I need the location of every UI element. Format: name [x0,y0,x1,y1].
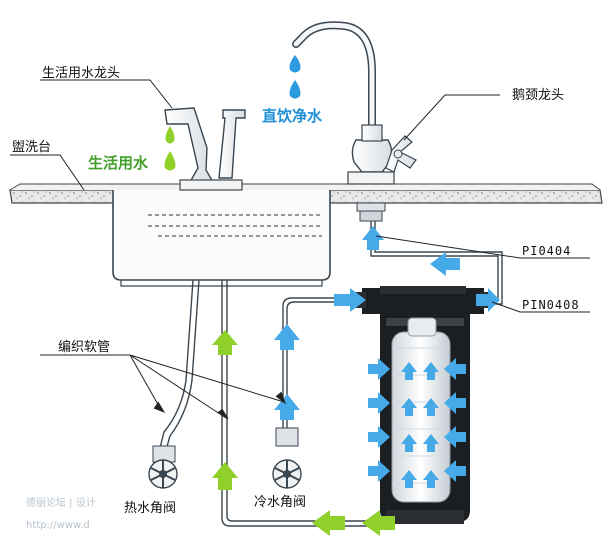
flow-arrow-left-green [362,510,395,536]
gooseneck-faucet [292,21,417,185]
water-drop-green-icon [164,151,176,171]
label-part-pin0408: PIN0408 [522,298,580,312]
flow-arrow-up-blue [274,394,300,420]
flow-arrow-up-blue [274,324,300,350]
flow-arrow-up-blue [362,226,384,250]
watermark-line1: 德丽论坛 | 设计 [26,496,96,509]
hot-water-angle-valve [148,445,178,489]
faucet-nut [356,202,386,212]
sink-basin [112,190,331,287]
domestic-faucet [164,107,246,191]
water-drop-green-icon [165,126,175,144]
filter-cartridge [391,331,451,503]
label-cold-angle-valve: 冷水角阀 [254,495,306,510]
braided-hose [159,279,200,451]
flow-arrows [212,226,500,536]
flow-arrow-up-green [212,462,238,490]
label-gooseneck-faucet: 鹅颈龙头 [512,87,564,103]
flow-arrow-up-green [212,330,238,355]
label-drinking-water: 直饮净水 [262,107,323,125]
flow-arrow-left-blue [430,252,460,276]
cold-water-angle-valve [272,427,302,489]
flow-arrow-right-blue [334,288,366,312]
label-domestic-water: 生活用水 [88,154,149,172]
label-hot-angle-valve: 热水角阀 [124,501,176,516]
label-braided-hose: 编织软管 [58,340,110,355]
water-drop-blue-icon [289,80,301,99]
label-sink-counter: 盥洗台 [12,140,51,155]
flow-arrow-left-green [312,510,345,536]
label-part-pi0404: PI0404 [522,244,571,258]
label-domestic-faucet: 生活用水龙头 [42,66,120,81]
water-drop-blue-icon [289,55,301,73]
watermark-line2: http://www.d [26,520,90,531]
flow-arrow-right-blue [476,288,500,312]
leader-lines [10,79,590,420]
